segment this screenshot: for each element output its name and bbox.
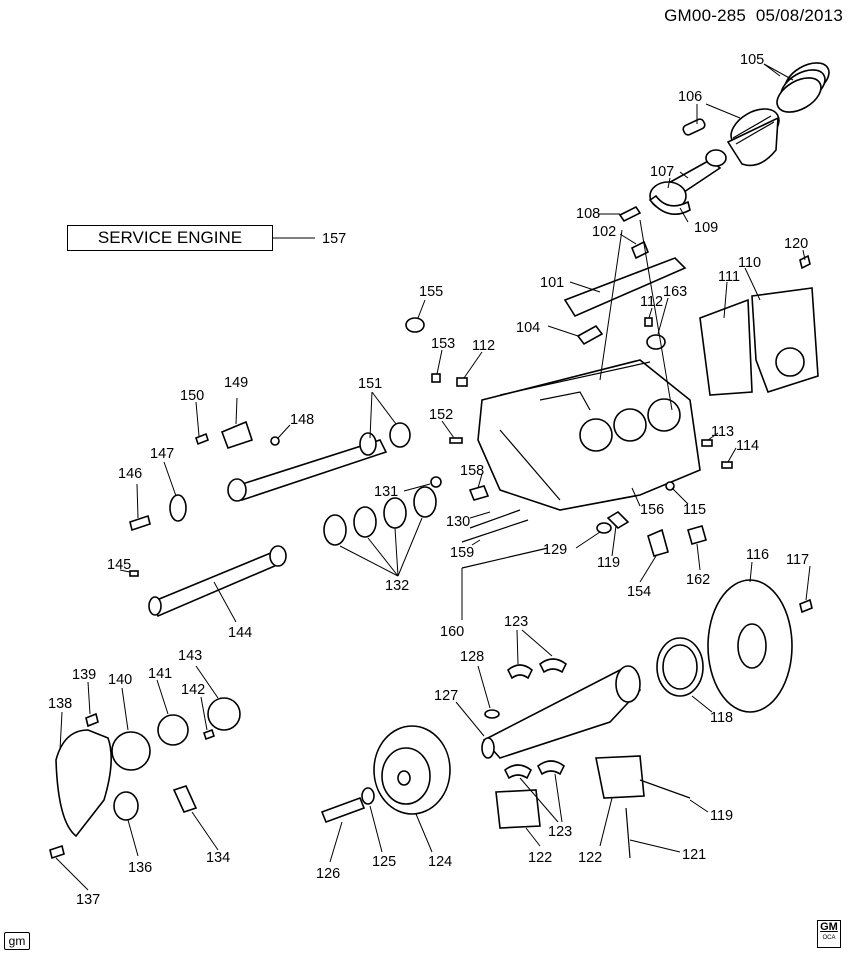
callout-153: 153 — [431, 336, 455, 352]
callout-145: 145 — [107, 557, 131, 573]
callout-117: 117 — [786, 552, 809, 568]
callout-139: 139 — [72, 667, 96, 683]
callout-137: 137 — [76, 892, 100, 908]
document-id: GM00-285 — [664, 6, 747, 25]
balance-shaft — [227, 422, 411, 502]
callout-127: 127 — [434, 688, 458, 704]
callout-163: 163 — [663, 284, 687, 300]
callout-115: 115 — [683, 502, 706, 518]
callout-105: 105 — [740, 52, 764, 68]
gm-logo-text: gm — [8, 934, 26, 948]
callout-107: 107 — [650, 164, 674, 180]
callout-154: 154 — [627, 584, 651, 600]
gm-logo-small: gm — [4, 932, 30, 950]
callout-108: 108 — [576, 206, 600, 222]
callout-142: 142 — [181, 682, 205, 698]
callout-146: 146 — [118, 466, 142, 482]
piston-rings — [776, 62, 830, 113]
callout-134: 134 — [206, 850, 230, 866]
callout-113: 113 — [711, 424, 734, 440]
callout-125: 125 — [372, 854, 396, 870]
callout-162: 162 — [686, 572, 710, 588]
callout-130: 130 — [446, 514, 470, 530]
callout-136: 136 — [128, 860, 152, 876]
connecting-rod — [648, 149, 727, 216]
callout-109: 109 — [694, 220, 718, 236]
callout-140: 140 — [108, 672, 132, 688]
gm-oca-main: GM — [820, 921, 838, 933]
cam-bearings — [323, 486, 437, 546]
piston — [726, 108, 780, 167]
callout-160: 160 — [440, 624, 464, 640]
callout-123-upper: 123 — [504, 614, 528, 630]
callout-132: 132 — [385, 578, 409, 594]
callout-106: 106 — [678, 89, 702, 105]
callout-123-lower: 123 — [548, 824, 572, 840]
callout-129: 129 — [543, 542, 567, 558]
callout-151: 151 — [358, 376, 382, 392]
engine-block — [477, 359, 701, 511]
callout-124: 124 — [428, 854, 452, 870]
crankshaft — [481, 665, 642, 759]
callout-155: 155 — [419, 284, 443, 300]
service-engine-box: SERVICE ENGINE — [67, 225, 273, 251]
callout-131: 131 — [374, 484, 398, 500]
callout-158: 158 — [460, 463, 484, 479]
callout-147: 147 — [150, 446, 174, 462]
service-engine-label: SERVICE ENGINE — [97, 228, 243, 247]
crankshaft-damper — [373, 725, 451, 815]
callout-122-left: 122 — [528, 850, 552, 866]
gm-oca-logo: GM OCA — [817, 920, 841, 948]
callout-138: 138 — [48, 696, 72, 712]
timing-chain — [55, 729, 112, 838]
camshaft — [148, 545, 287, 618]
oil-deflector — [563, 257, 687, 318]
service-engine-ref: 157 — [322, 231, 346, 247]
callout-numbers: 105 106 107 108 109 102 101 110 111 120 … — [48, 52, 809, 908]
callout-121: 121 — [682, 847, 706, 863]
callout-150: 150 — [180, 388, 204, 404]
document-date: 05/08/2013 — [755, 6, 843, 25]
callout-119-lower: 119 — [710, 808, 733, 824]
front-cover-gasket — [699, 298, 753, 396]
camshaft-sprocket — [111, 731, 151, 771]
callout-149: 149 — [224, 375, 248, 391]
callout-156: 156 — [640, 502, 664, 518]
callout-148: 148 — [290, 412, 314, 428]
callout-144: 144 — [228, 625, 252, 641]
callout-122-right: 122 — [578, 850, 602, 866]
callout-152: 152 — [429, 407, 453, 423]
callout-143: 143 — [178, 648, 202, 664]
callout-102: 102 — [592, 224, 616, 240]
callout-119-upper: 119 — [597, 555, 620, 571]
callout-118: 118 — [710, 710, 733, 726]
callout-110: 110 — [738, 255, 761, 271]
callout-128: 128 — [460, 649, 484, 665]
document-header: GM00-285 05/08/2013 — [664, 6, 843, 26]
callout-120: 120 — [784, 236, 808, 252]
callout-112-upper: 112 — [640, 294, 663, 310]
front-cover — [751, 287, 819, 393]
callout-112-lower: 112 — [472, 338, 495, 354]
callout-116: 116 — [746, 547, 769, 563]
leader-lines — [55, 63, 811, 891]
callout-159: 159 — [450, 545, 474, 561]
callout-126: 126 — [316, 866, 340, 882]
callout-101: 101 — [540, 275, 564, 291]
callout-114: 114 — [736, 438, 759, 454]
flexplate — [707, 579, 793, 713]
gm-oca-sub: OCA — [822, 935, 836, 941]
callout-111: 111 — [718, 269, 740, 285]
callout-141: 141 — [148, 666, 172, 682]
callout-104: 104 — [516, 320, 540, 336]
